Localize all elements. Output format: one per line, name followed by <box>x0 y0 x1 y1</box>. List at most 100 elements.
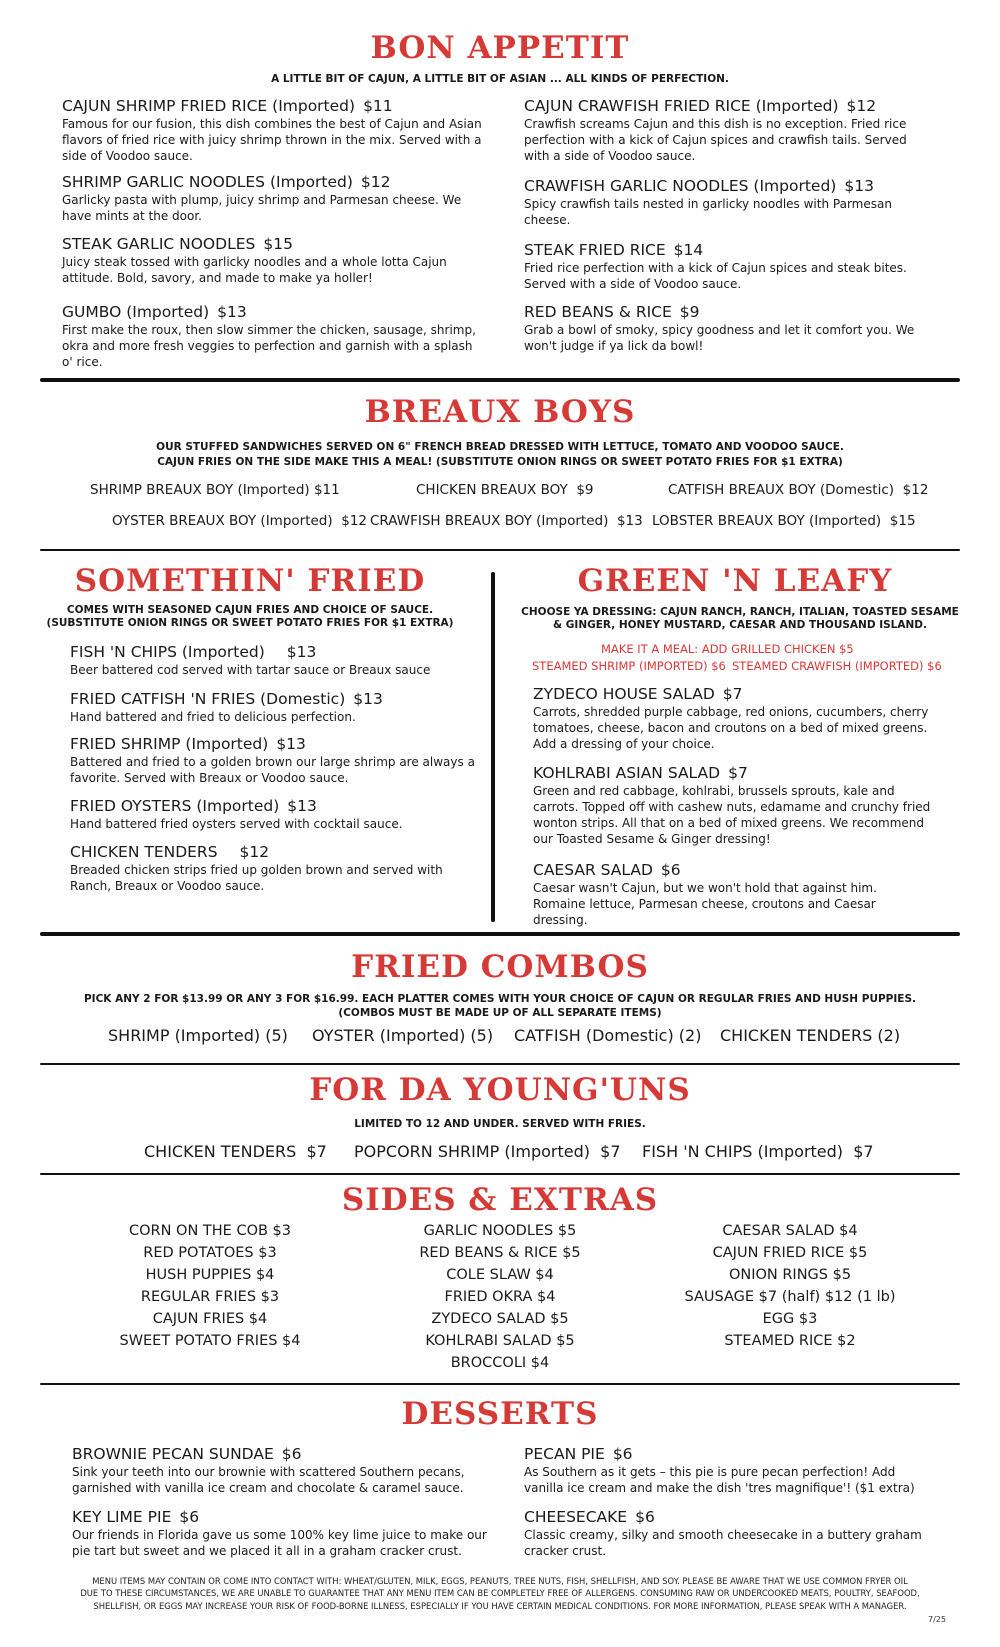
item-name: KEY LIME PIE <box>72 1508 172 1526</box>
section-title-breaux-boys: BREAUX BOYS <box>364 394 636 430</box>
item-name: BROWNIE PECAN SUNDAE <box>72 1445 274 1463</box>
make-it-a-meal-line: MAKE IT A MEAL: ADD GRILLED CHICKEN $5 <box>601 642 854 656</box>
item-price: $11 <box>363 97 393 115</box>
item-name: CATFISH BREAUX BOY (Domestic) <box>668 482 895 498</box>
somethin-fried-tagline-1: COMES WITH SEASONED CAJUN FRIES AND CHOI… <box>66 604 434 616</box>
combo-item: CHICKEN TENDERS (2) <box>720 1026 901 1045</box>
item-price: $6 <box>635 1508 655 1526</box>
section-title-sides: SIDES & EXTRAS <box>341 1182 659 1218</box>
item-price: $13 <box>276 735 306 753</box>
item-name: CHICKEN BREAUX BOY <box>416 482 568 498</box>
side-item: CAJUN FRIES $4 <box>152 1311 268 1327</box>
side-item: CORN ON THE COB $3 <box>128 1223 291 1239</box>
side-item: SAUSAGE $7 (half) $12 (1 lb) <box>684 1289 896 1305</box>
item-name: FISH 'N CHIPS (Imported) <box>642 1142 844 1161</box>
section-divider <box>40 378 960 382</box>
item-description: First make the roux, then slow simmer th… <box>62 323 476 369</box>
section-divider <box>40 1383 960 1385</box>
item-description: Crawfish screams Cajun and this dish is … <box>524 117 907 163</box>
item-name: CRAWFISH GARLIC NOODLES (Imported) <box>524 177 837 195</box>
side-item: BROCCOLI $4 <box>450 1355 550 1371</box>
item-name: PECAN PIE <box>524 1445 605 1463</box>
item-description: Beer battered cod served with tartar sau… <box>70 663 431 677</box>
breaux-boys-tagline-1: OUR STUFFED SANDWICHES SERVED ON 6" FREN… <box>156 441 844 453</box>
item-price: $13 <box>286 643 317 661</box>
green-n-leafy-tagline-2: & GINGER, HONEY MUSTARD, CAESAR AND THOU… <box>553 619 927 631</box>
item-name: SHRIMP BREAUX BOY (Imported) <box>90 482 310 498</box>
side-item: SWEET POTATO FRIES $4 <box>119 1333 301 1349</box>
menu-item: FRIED CATFISH 'N FRIES (Domestic)$13 Han… <box>70 689 480 725</box>
side-item: COLE SLAW $4 <box>446 1267 554 1283</box>
menu-item: CAJUN SHRIMP FRIED RICE (Imported) $11 Fa… <box>62 96 482 164</box>
item-price: $6 <box>612 1445 633 1463</box>
item-price: $12 <box>341 513 368 529</box>
item-name: SHRIMP GARLIC NOODLES (Imported) <box>62 173 353 191</box>
item-description: Battered and fried to a golden brown our… <box>70 755 475 785</box>
combo-item: SHRIMP (Imported) (5) <box>108 1026 288 1045</box>
item-name: STEAK GARLIC NOODLES <box>62 235 256 253</box>
side-item: STEAMED RICE $2 <box>724 1333 856 1349</box>
menu-item: KEY LIME PIE$6 Our friends in Florida ga… <box>72 1507 492 1559</box>
steamed-shrimp-addon: STEAMED SHRIMP (Imported) $6 <box>532 659 726 673</box>
item-name: RED BEANS & RICE <box>524 303 672 321</box>
item-description: Fried rice perfection with a kick of Caj… <box>524 261 907 291</box>
item-price: $15 <box>889 513 916 529</box>
item-price: $11 <box>313 482 340 498</box>
item-name: OYSTER BREAUX BOY (Imported) <box>112 513 333 529</box>
item-description: Caesar wasn't Cajun, but we won't hold t… <box>533 881 877 927</box>
item-description: Spicy crawfish tails nested in garlicky … <box>524 197 892 227</box>
side-item: CAJUN FRIED RICE $5 <box>712 1245 868 1261</box>
section-title-young-uns: FOR DA YOUNG'UNS <box>309 1072 691 1108</box>
menu-item: STEAK GARLIC NOODLES$15 Juicy steak toss… <box>62 234 482 286</box>
breaux-boys-tagline-2: CAJUN FRIES ON THE SIDE MAKE THIS A MEAL… <box>157 456 843 468</box>
item-name: ZYDECO HOUSE SALAD <box>533 685 715 703</box>
disclaimer-line: DUE TO THESE CIRCUMSTANCES, WE ARE UNABL… <box>80 1588 920 1599</box>
item-name: CHEESECAKE <box>524 1508 628 1526</box>
kids-item: POPCORN SHRIMP (Imported) $7 <box>354 1142 621 1162</box>
item-name: LOBSTER BREAUX BOY (Imported) <box>652 513 882 529</box>
breaux-item: OYSTER BREAUX BOY (Imported) $12 <box>112 512 367 530</box>
item-price: $9 <box>576 482 594 498</box>
item-name: FRIED OYSTERS (Imported) <box>70 797 280 815</box>
breaux-item: CATFISH BREAUX BOY (Domestic) $12 <box>668 481 928 499</box>
side-item: REGULAR FRIES $3 <box>140 1289 280 1305</box>
item-name: POPCORN SHRIMP (Imported) <box>354 1142 590 1161</box>
item-price: $7 <box>306 1142 327 1161</box>
menu-item: FRIED SHRIMP (Imported) $13 Battered and … <box>70 734 480 786</box>
steamed-crawfish-addon: STEAMED CRAWFISH (Imported) $6 <box>732 659 942 673</box>
side-item: HUSH PUPPIES $4 <box>145 1267 275 1283</box>
item-name: FRIED CATFISH 'N FRIES (Domestic) <box>70 690 346 708</box>
item-price: $9 <box>679 303 700 321</box>
side-item: RED BEANS & RICE $5 <box>419 1245 581 1261</box>
column-divider <box>491 572 495 922</box>
menu-item: SHRIMP GARLIC NOODLES (Imported)$12 Garl… <box>62 172 482 224</box>
section-title-bon-appetit: BON APPETIT <box>370 30 630 66</box>
item-name: CAJUN SHRIMP FRIED RICE (Imported) <box>62 97 356 115</box>
menu-item: CHEESECAKE $6 Classic creamy, silky and s… <box>524 1507 934 1559</box>
fried-combos-tagline-2: (COMBOS MUST BE MADE UP OF ALL SEPARATE … <box>338 1007 662 1019</box>
section-title-green-n-leafy: GREEN 'N LEAFY <box>577 563 893 599</box>
item-description: As Southern as it gets – this pie is pur… <box>524 1465 915 1495</box>
menu-item: PECAN PIE $6 As Southern as it gets – thi… <box>524 1444 934 1496</box>
item-description: Breaded chicken strips fried up golden b… <box>70 863 443 893</box>
section-divider <box>40 549 960 551</box>
item-description: Classic creamy, silky and smooth cheesec… <box>524 1528 922 1558</box>
menu-item: ZYDECO HOUSE SALAD$7 Carrots, shredded p… <box>533 684 933 752</box>
item-name: FRIED SHRIMP (Imported) <box>70 735 269 753</box>
item-name: KOHLRABI ASIAN SALAD <box>533 764 721 782</box>
combo-item: OYSTER (Imported) (5) <box>312 1026 494 1045</box>
menu-version: 7/25 <box>928 1615 946 1624</box>
side-item: GARLIC NOODLES $5 <box>423 1223 577 1239</box>
item-description: Famous for our fusion, this dish combine… <box>62 117 482 163</box>
item-price: $7 <box>728 764 748 782</box>
section-divider <box>40 932 960 936</box>
item-name: CHICKEN TENDERS <box>144 1142 297 1161</box>
menu-item: KOHLRABI ASIAN SALAD $7 Green and red cab… <box>533 763 933 847</box>
item-price: $13 <box>616 513 643 529</box>
menu-item: RED BEANS & RICE$9 Grab a bowl of smoky,… <box>524 302 934 354</box>
item-price: $12 <box>846 97 877 115</box>
item-description: Green and red cabbage, kohlrabi, brussel… <box>533 784 931 846</box>
combo-item: CATFISH (Domestic) (2) <box>514 1026 702 1045</box>
item-price: $6 <box>660 861 681 879</box>
item-price: $12 <box>902 482 929 498</box>
